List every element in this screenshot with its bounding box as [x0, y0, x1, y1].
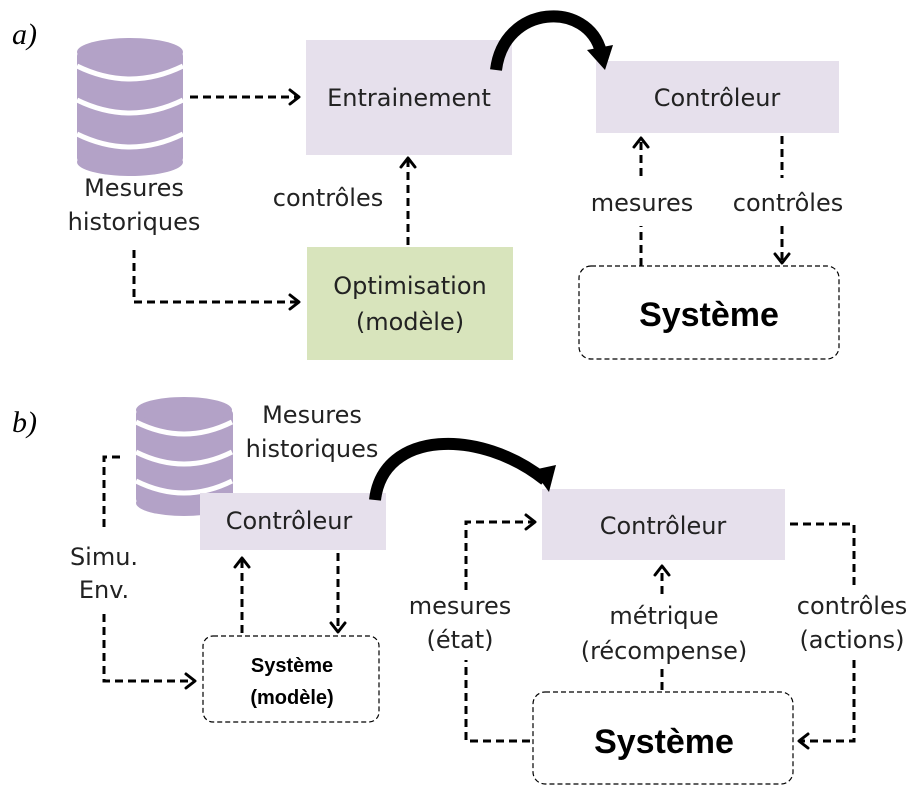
controller-box-b-right-label: Contrôleur [600, 512, 727, 540]
arrow-database-to-optimisation [132, 250, 301, 311]
controller-box-a-label: Contrôleur [654, 84, 781, 112]
controls-label-a-left: contrôles [273, 184, 383, 212]
arrow-metric-reward [653, 564, 671, 690]
system-box-a [578, 265, 840, 360]
system-box-b [532, 691, 794, 785]
system-model-box [202, 635, 380, 723]
metric-reward-line2: (récompense) [581, 637, 748, 665]
arrow-measures-state [464, 513, 537, 743]
controller-box-b-left [200, 493, 386, 550]
panel-a: a) Mesures historiques Entrainement Cont… [12, 10, 843, 360]
system-box-a-label: Système [639, 296, 779, 334]
measures-label-a: mesures [591, 189, 693, 217]
database-icon-a [75, 38, 185, 176]
system-box-b-label: Système [594, 723, 734, 761]
arrow-controls-actions [790, 522, 856, 750]
panel-b: b) Mesures historiques Contrôleur Systèm… [12, 397, 907, 785]
panel-b-label: b) [12, 406, 37, 439]
measures-state-line1: mesures [409, 592, 511, 620]
arrow-model-to-controller-b [233, 556, 251, 633]
arrow-optimisation-to-training [399, 156, 417, 245]
controls-actions-line2: (actions) [799, 626, 904, 654]
optimisation-label-line1: Optimisation [333, 272, 486, 300]
database-label-a-line1: Mesures [84, 174, 184, 202]
controller-box-b-right [542, 489, 785, 560]
system-model-label-line2: (modèle) [250, 687, 333, 709]
system-model-label-line1: Système [251, 655, 333, 677]
controls-actions-line1: contrôles [797, 592, 907, 620]
database-label-b-line1: Mesures [262, 401, 362, 429]
sim-env-label-line2: Env. [79, 576, 129, 604]
database-label-b-line2: historiques [246, 435, 379, 463]
optimisation-box [307, 247, 513, 360]
database-label-a-line2: historiques [68, 208, 201, 236]
measures-state-line2: (état) [426, 626, 493, 654]
training-box-label: Entrainement [327, 84, 491, 112]
controls-label-a-right: contrôles [733, 189, 843, 217]
arrow-controller-to-system-a [773, 136, 791, 265]
metric-reward-line1: métrique [609, 602, 718, 630]
arrow-sim-env-loop [102, 455, 197, 690]
controller-box-a [596, 61, 839, 133]
curved-transfer-arrow-b [369, 437, 556, 501]
arrow-system-to-controller-a [632, 136, 650, 266]
optimisation-label-line2: (modèle) [356, 308, 464, 336]
panel-a-label: a) [12, 18, 37, 51]
sim-env-label-line1: Simu. [70, 543, 138, 571]
training-box [306, 40, 512, 155]
curved-transfer-arrow-a [490, 10, 613, 72]
controller-box-b-left-label: Contrôleur [226, 507, 353, 535]
arrow-controller-to-model-b [329, 553, 347, 634]
arrow-database-to-training [190, 88, 301, 106]
